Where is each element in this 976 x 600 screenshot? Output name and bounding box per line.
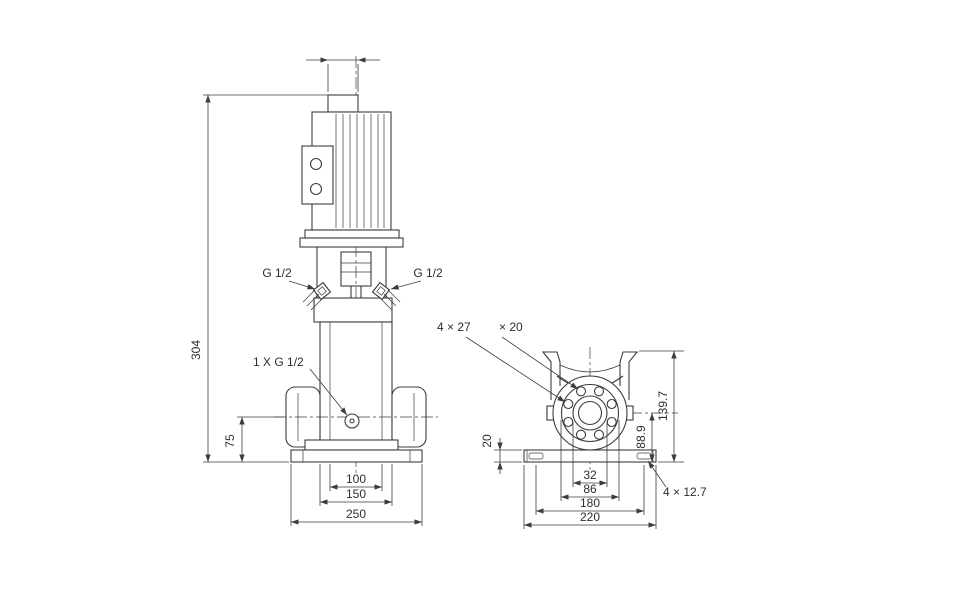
end-view-dimensions: 4 × 27 × 20 20 88.9 139.7: [437, 320, 707, 529]
coupling: [340, 251, 372, 298]
dimension-flange-face-label: 86: [583, 482, 597, 496]
cable-gland-icon: [309, 182, 323, 196]
dimension-shaft-center-height-label: 88.9: [634, 425, 648, 449]
callout-port-left-label: G 1/2: [262, 266, 292, 280]
dimension-base-length: 250: [290, 464, 423, 526]
dimension-chamber-width-label: 100: [346, 472, 366, 486]
plug-hatch-right: [379, 289, 401, 311]
dimension-chamber-width: 100: [329, 464, 383, 491]
dimension-bore-width: 32: [572, 422, 608, 487]
foot-hole-slot: [528, 452, 544, 460]
callout-drain-port-label: 1 X G 1/2: [253, 355, 304, 369]
callout-flange-holes-depth-label: × 20: [499, 320, 523, 334]
dimension-base-width: 220: [523, 465, 657, 529]
dimension-foot-hole-spacing-label: 180: [580, 496, 600, 510]
callout-port-right-label: G 1/2: [413, 266, 443, 280]
dimension-base-width-label: 220: [580, 510, 600, 524]
callout-foot-holes: 4 × 12.7: [647, 460, 707, 499]
end-view: [523, 347, 678, 471]
dimension-shaft-center-height: 88.9: [634, 413, 684, 463]
pump-head: [313, 297, 393, 323]
pump-sleeve: [319, 321, 393, 451]
plug-hatch-left: [302, 289, 324, 311]
terminal-box: [301, 145, 334, 205]
mounting-flange: [552, 375, 628, 451]
dimension-base-plate-height: 20: [480, 434, 522, 474]
drain-plug: [344, 413, 360, 429]
callout-flange-holes: 4 × 27 × 20: [437, 320, 579, 403]
flange-bolt-holes: [563, 386, 617, 440]
motor-flange: [304, 229, 400, 239]
motor-stool-plate: [299, 237, 404, 248]
callout-drain-port: 1 X G 1/2: [253, 355, 348, 416]
dimension-overall-height: 304: [189, 94, 328, 463]
base-plate: [290, 449, 423, 463]
dimension-bracket-height: 139.7: [639, 350, 684, 462]
dimension-motor-cap: [306, 57, 380, 92]
cable-gland-icon: [309, 157, 323, 171]
end-base-plate: [523, 449, 657, 463]
dimension-port-height: 75: [223, 416, 284, 462]
dimension-bracket-height-label: 139.7: [656, 391, 670, 421]
dimension-pump-width: 150: [319, 464, 393, 506]
motor-fan-cover: [327, 94, 359, 113]
callout-port-right: G 1/2: [390, 266, 443, 290]
dimension-bore-width-label: 32: [583, 468, 597, 482]
pump-foot: [304, 439, 399, 451]
motor-cooling-fins: [335, 114, 385, 228]
dimension-overall-height-label: 304: [189, 340, 203, 360]
dimension-base-plate-height-label: 20: [480, 434, 494, 448]
dimension-base-length-label: 250: [346, 507, 366, 521]
dimension-flange-face: 86: [560, 420, 620, 501]
dimension-foot-hole-spacing: 180: [535, 465, 645, 515]
callout-foot-holes-label: 4 × 12.7: [663, 485, 707, 499]
callout-flange-holes-label: 4 × 27: [437, 320, 471, 334]
front-view: [274, 56, 438, 474]
front-view-dimensions: 304 75 G 1/2 G 1/2 1 X G 1/2 100: [189, 57, 443, 526]
callout-port-left: G 1/2: [262, 266, 316, 290]
dimension-pump-width-label: 150: [346, 487, 366, 501]
dimension-port-height-label: 75: [223, 434, 237, 448]
